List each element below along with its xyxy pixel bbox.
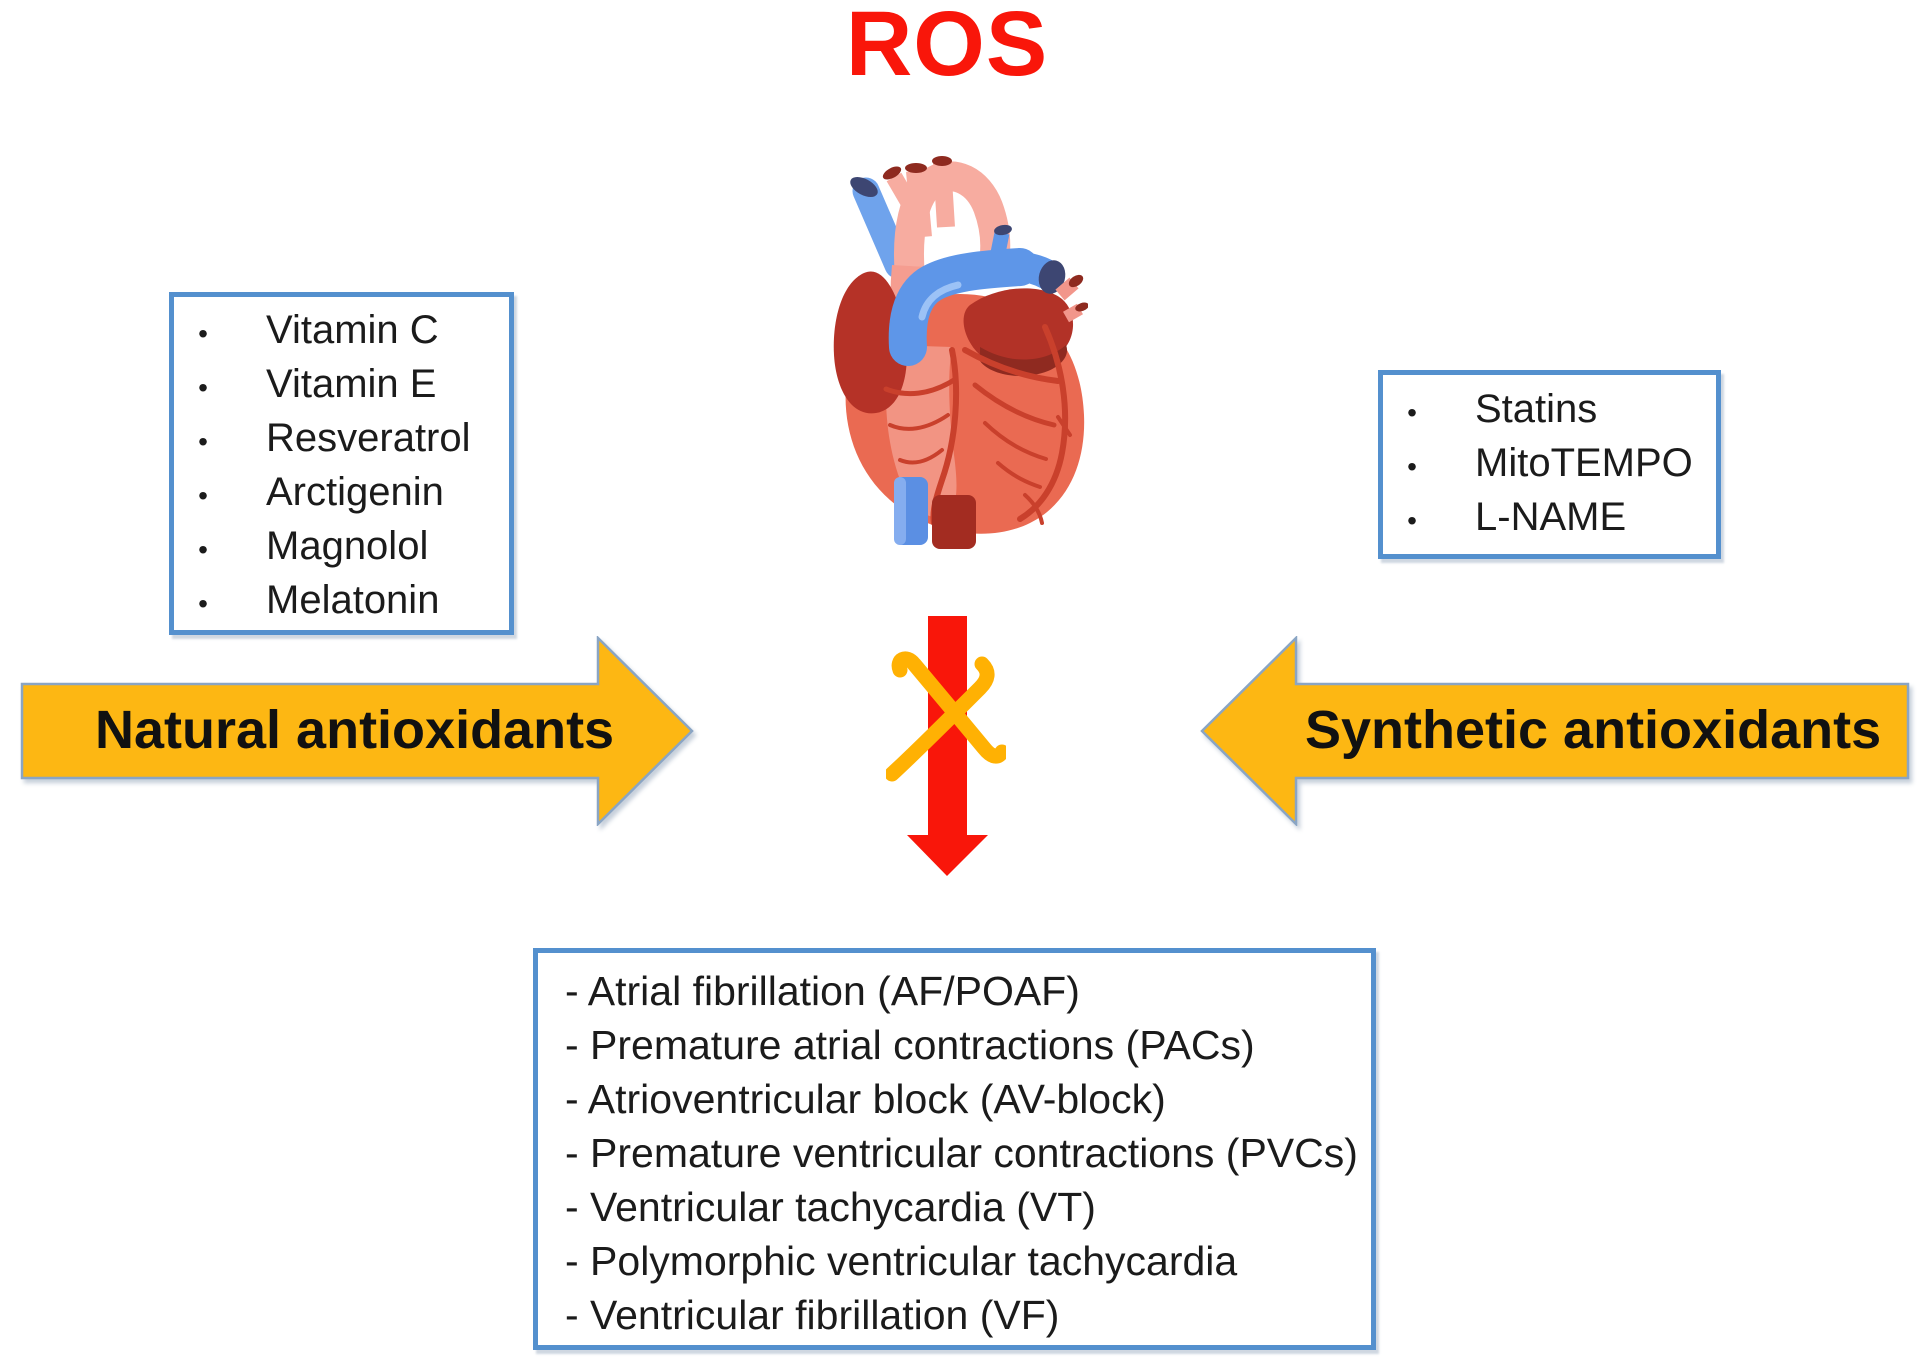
- bullet-icon: •: [1407, 451, 1417, 482]
- list-item: • Vitamin E: [174, 359, 509, 413]
- list-item: • L-NAME: [1383, 492, 1716, 546]
- heart-icon: [833, 156, 1088, 549]
- bullet-icon: •: [198, 534, 208, 565]
- bullet-icon: •: [198, 588, 208, 619]
- list-item-label: Statins: [1475, 387, 1598, 431]
- synthetic-antioxidants-box: • Statins • MitoTEMPO • L-NAME: [1378, 370, 1721, 559]
- list-item: • Arctigenin: [174, 467, 509, 521]
- list-item: • Vitamin C: [174, 305, 509, 359]
- list-item-label: Vitamin E: [266, 362, 437, 406]
- list-item: • Melatonin: [174, 575, 509, 629]
- list-item-label: Resveratrol: [266, 416, 471, 460]
- list-item-label: Vitamin C: [266, 308, 439, 352]
- outcome-item: - Ventricular tachycardia (VT): [565, 1184, 1096, 1230]
- bullet-icon: •: [1407, 505, 1417, 536]
- list-item-label: Arctigenin: [266, 470, 444, 514]
- natural-antioxidants-box: • Vitamin C • Vitamin E • Resveratrol • …: [169, 292, 514, 635]
- outcome-item: - Ventricular fibrillation (VF): [565, 1292, 1060, 1338]
- list-item-label: MitoTEMPO: [1475, 441, 1693, 485]
- outcome-item: - Atrial fibrillation (AF/POAF): [565, 968, 1080, 1014]
- outcome-item: - Polymorphic ventricular tachycardia: [565, 1238, 1238, 1284]
- list-item-label: L-NAME: [1475, 495, 1627, 539]
- synthetic-antioxidants-label: Synthetic antioxidants: [1305, 700, 1882, 760]
- list-item: • Statins: [1383, 384, 1716, 438]
- list-item: • Resveratrol: [174, 413, 509, 467]
- ros-title: ROS: [845, 0, 1049, 95]
- bullet-icon: •: [198, 372, 208, 403]
- arrhythmia-outcomes-box: - Atrial fibrillation (AF/POAF) - Premat…: [533, 948, 1376, 1350]
- bullet-icon: •: [1407, 397, 1417, 428]
- natural-antioxidants-label: Natural antioxidants: [95, 700, 615, 760]
- outcome-item: - Premature ventricular contractions (PV…: [565, 1130, 1358, 1176]
- cross-out-icon: [886, 651, 1006, 782]
- blocked-ros-arrow-icon: [886, 616, 1006, 876]
- list-item: • MitoTEMPO: [1383, 438, 1716, 492]
- natural-antioxidants-arrow: [20, 636, 694, 826]
- outcome-item: - Atrioventricular block (AV-block): [565, 1076, 1166, 1122]
- list-item-label: Magnolol: [266, 524, 429, 568]
- synthetic-antioxidants-arrow: [1200, 636, 1910, 826]
- list-item-label: Melatonin: [266, 578, 440, 622]
- bullet-icon: •: [198, 318, 208, 349]
- bullet-icon: •: [198, 480, 208, 511]
- outcome-item: - Premature atrial contractions (PACs): [565, 1022, 1255, 1068]
- bullet-icon: •: [198, 426, 208, 457]
- list-item: • Magnolol: [174, 521, 509, 575]
